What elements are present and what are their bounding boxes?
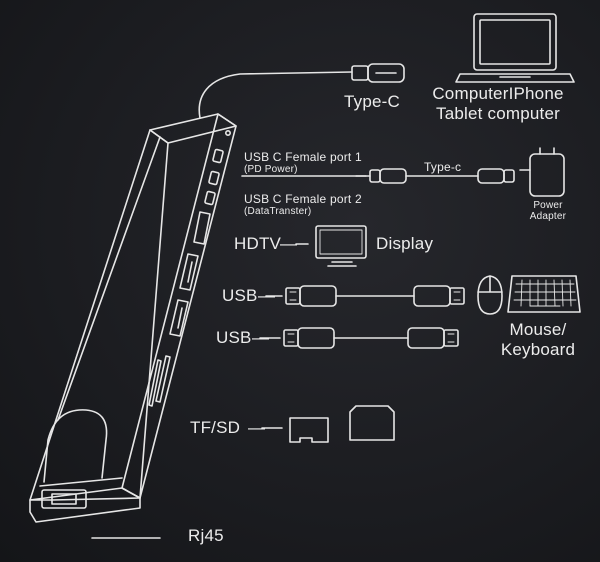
power-adapter-icon bbox=[519, 147, 565, 197]
pd-power-label: (PD Power) bbox=[244, 164, 298, 175]
tf-sd-label: TF/SD bbox=[190, 418, 241, 437]
tf-card-icon bbox=[261, 417, 329, 443]
usb-dash-2: — bbox=[252, 328, 270, 347]
power-adapter-label-line2: Adapter bbox=[529, 211, 567, 222]
computer-label-line1: ComputerIPhone bbox=[432, 84, 564, 103]
usb-cable-2-icon bbox=[259, 327, 459, 349]
mouse-keyboard-label-line2: Keyboard bbox=[500, 340, 576, 359]
hdtv-label: HDTV bbox=[234, 234, 282, 253]
usb-label-2: USB bbox=[216, 328, 252, 347]
usbc-port2-label: USB C Female port 2 bbox=[244, 192, 362, 206]
keyboard-icon bbox=[507, 275, 581, 313]
type-c-label: Type-C bbox=[344, 92, 400, 111]
tf-sd-dash: — bbox=[248, 418, 266, 437]
type-c-cable-icon bbox=[241, 168, 515, 184]
power-adapter-label-line1: Power bbox=[533, 200, 563, 211]
usbc-port1-label: USB C Female port 1 bbox=[244, 150, 362, 164]
usb-cable-1-icon bbox=[265, 285, 465, 307]
usb-dash-1: — bbox=[258, 286, 276, 305]
hub-ports-icon bbox=[148, 148, 224, 407]
usb-label-1: USB bbox=[222, 286, 258, 305]
type-c-cable-label: Type-c bbox=[424, 160, 462, 174]
hdtv-dash: — bbox=[280, 234, 298, 253]
type-c-plug-icon bbox=[351, 63, 405, 83]
display-label: Display bbox=[376, 234, 434, 253]
data-transfer-label: (DataTranster) bbox=[244, 206, 312, 217]
sd-card-icon bbox=[349, 405, 395, 441]
computer-label-line2: Tablet computer bbox=[436, 104, 560, 123]
mouse-icon bbox=[477, 275, 503, 315]
laptop-icon bbox=[455, 13, 575, 83]
display-monitor-icon bbox=[295, 225, 367, 267]
rj45-label: Rj45 bbox=[188, 526, 224, 545]
usb-c-hub-icon bbox=[29, 71, 353, 523]
mouse-keyboard-label-line1: Mouse/ bbox=[509, 320, 567, 339]
